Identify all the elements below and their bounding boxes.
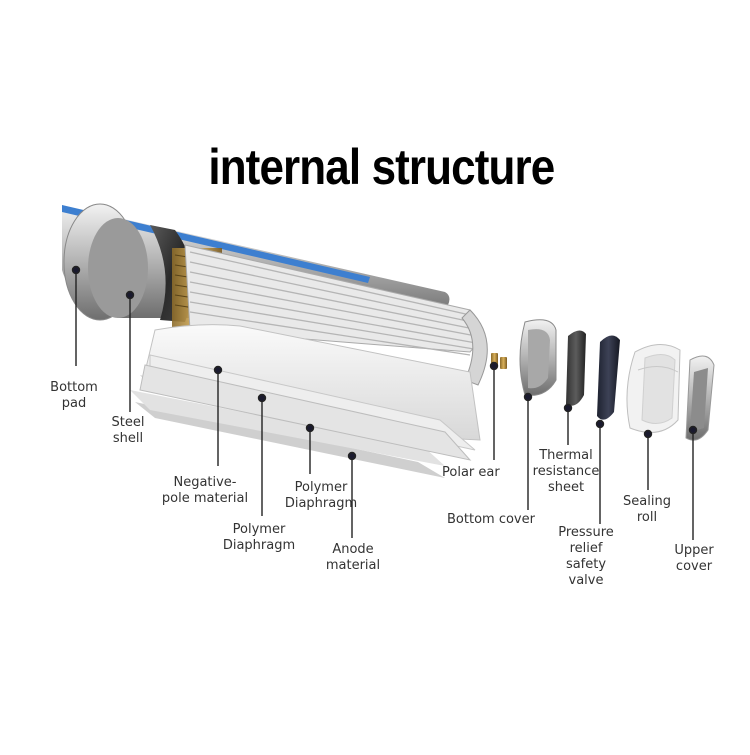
label-bottom-cover: Bottom cover xyxy=(447,512,535,527)
thermal-sheet-graphic xyxy=(566,330,586,406)
label-negative-pole-material: Negative- pole material xyxy=(161,475,249,506)
label-polymer-diaphragm-lower: Polymer Diaphragm xyxy=(222,522,296,553)
sealing-roll-graphic xyxy=(626,344,681,433)
label-upper-cover: Upper cover xyxy=(674,543,714,574)
upper-cover-graphic xyxy=(685,355,715,441)
label-bottom-pad: Bottom pad xyxy=(50,380,98,411)
label-anode-material: Anode material xyxy=(325,542,381,573)
label-polymer-diaphragm-upper: Polymer Diaphragm xyxy=(284,480,358,511)
label-polar-ear: Polar ear xyxy=(442,465,500,480)
pressure-valve-graphic xyxy=(597,335,620,420)
leader-lines xyxy=(71,265,698,540)
label-thermal-resistance-sheet: Thermal resistance sheet xyxy=(532,448,600,495)
layer-rolls-graphic xyxy=(184,244,488,386)
label-pressure-relief-safety-valve: Pressure relief safety valve xyxy=(558,525,614,588)
bottom-cover-graphic xyxy=(519,319,557,396)
label-sealing-roll: Sealing roll xyxy=(623,494,671,525)
label-steel-shell: Steel shell xyxy=(111,415,145,446)
diagram-title: internal structure xyxy=(208,139,555,195)
